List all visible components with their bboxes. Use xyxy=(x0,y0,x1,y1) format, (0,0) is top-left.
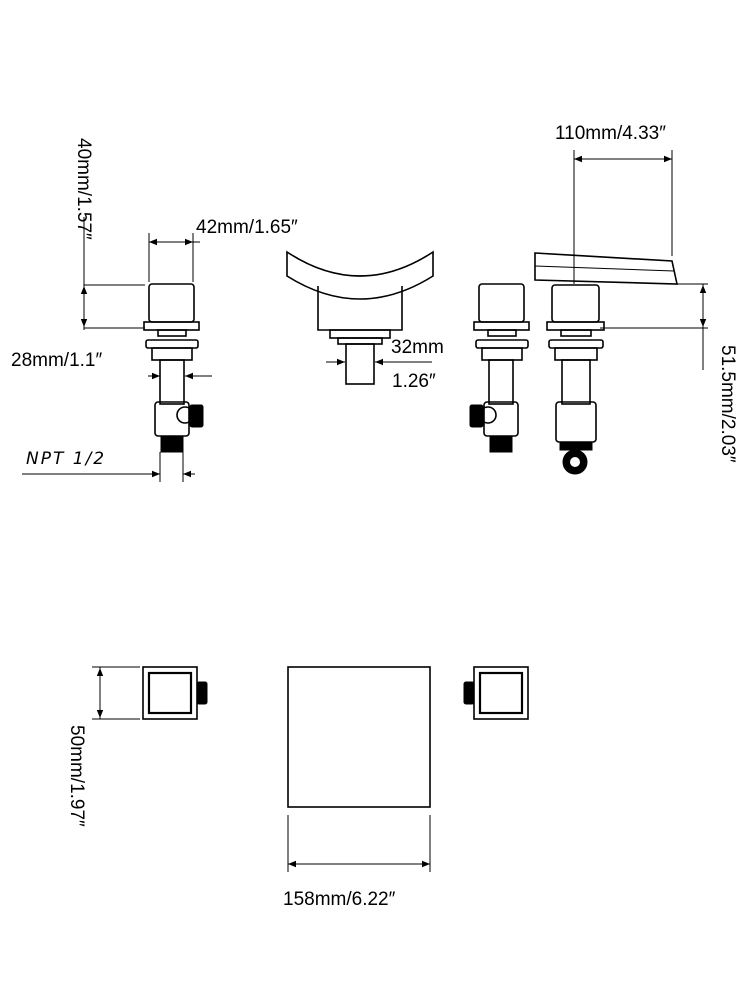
dim-plan-depth: 50mm/1.97″ xyxy=(66,666,140,827)
dim-shank-diameter: 28mm/1.1″ xyxy=(11,350,212,380)
label-shank-diameter: 28mm/1.1″ xyxy=(11,350,102,371)
spout-elevation xyxy=(286,250,434,385)
dim-side-height: 51.5mm/2.03″ xyxy=(600,283,738,463)
plan-right-handle xyxy=(463,666,529,720)
dim-top-height: 40mm/1.57″ xyxy=(73,138,145,330)
label-side-height: 51.5mm/2.03″ xyxy=(717,345,738,463)
dim-top-spread: 42mm/1.65″ xyxy=(148,217,298,282)
label-top-height: 40mm/1.57″ xyxy=(73,138,94,240)
dim-thread: NPT 1/2 xyxy=(22,449,195,482)
label-plan-width: 158mm/6.22″ xyxy=(283,889,396,910)
diverter-elevation xyxy=(534,252,678,475)
dim-spout-shank: 32mm 1.26″ xyxy=(326,337,444,392)
plan-left-handle xyxy=(142,666,208,720)
left-handle-elevation xyxy=(143,283,204,453)
dim-spout-length: 110mm/4.33″ xyxy=(555,123,673,284)
label-spout-length: 110mm/4.33″ xyxy=(555,123,666,144)
right-handle-elevation xyxy=(469,283,530,453)
dim-plan-width: 158mm/6.22″ xyxy=(283,815,431,910)
label-thread: NPT 1/2 xyxy=(26,449,106,469)
label-top-spread: 42mm/1.65″ xyxy=(196,217,298,238)
label-spout-shank-in: 1.26″ xyxy=(392,371,436,392)
label-plan-depth: 50mm/1.97″ xyxy=(66,725,87,827)
label-spout-shank-mm: 32mm xyxy=(391,337,444,358)
plan-spout xyxy=(287,666,431,808)
